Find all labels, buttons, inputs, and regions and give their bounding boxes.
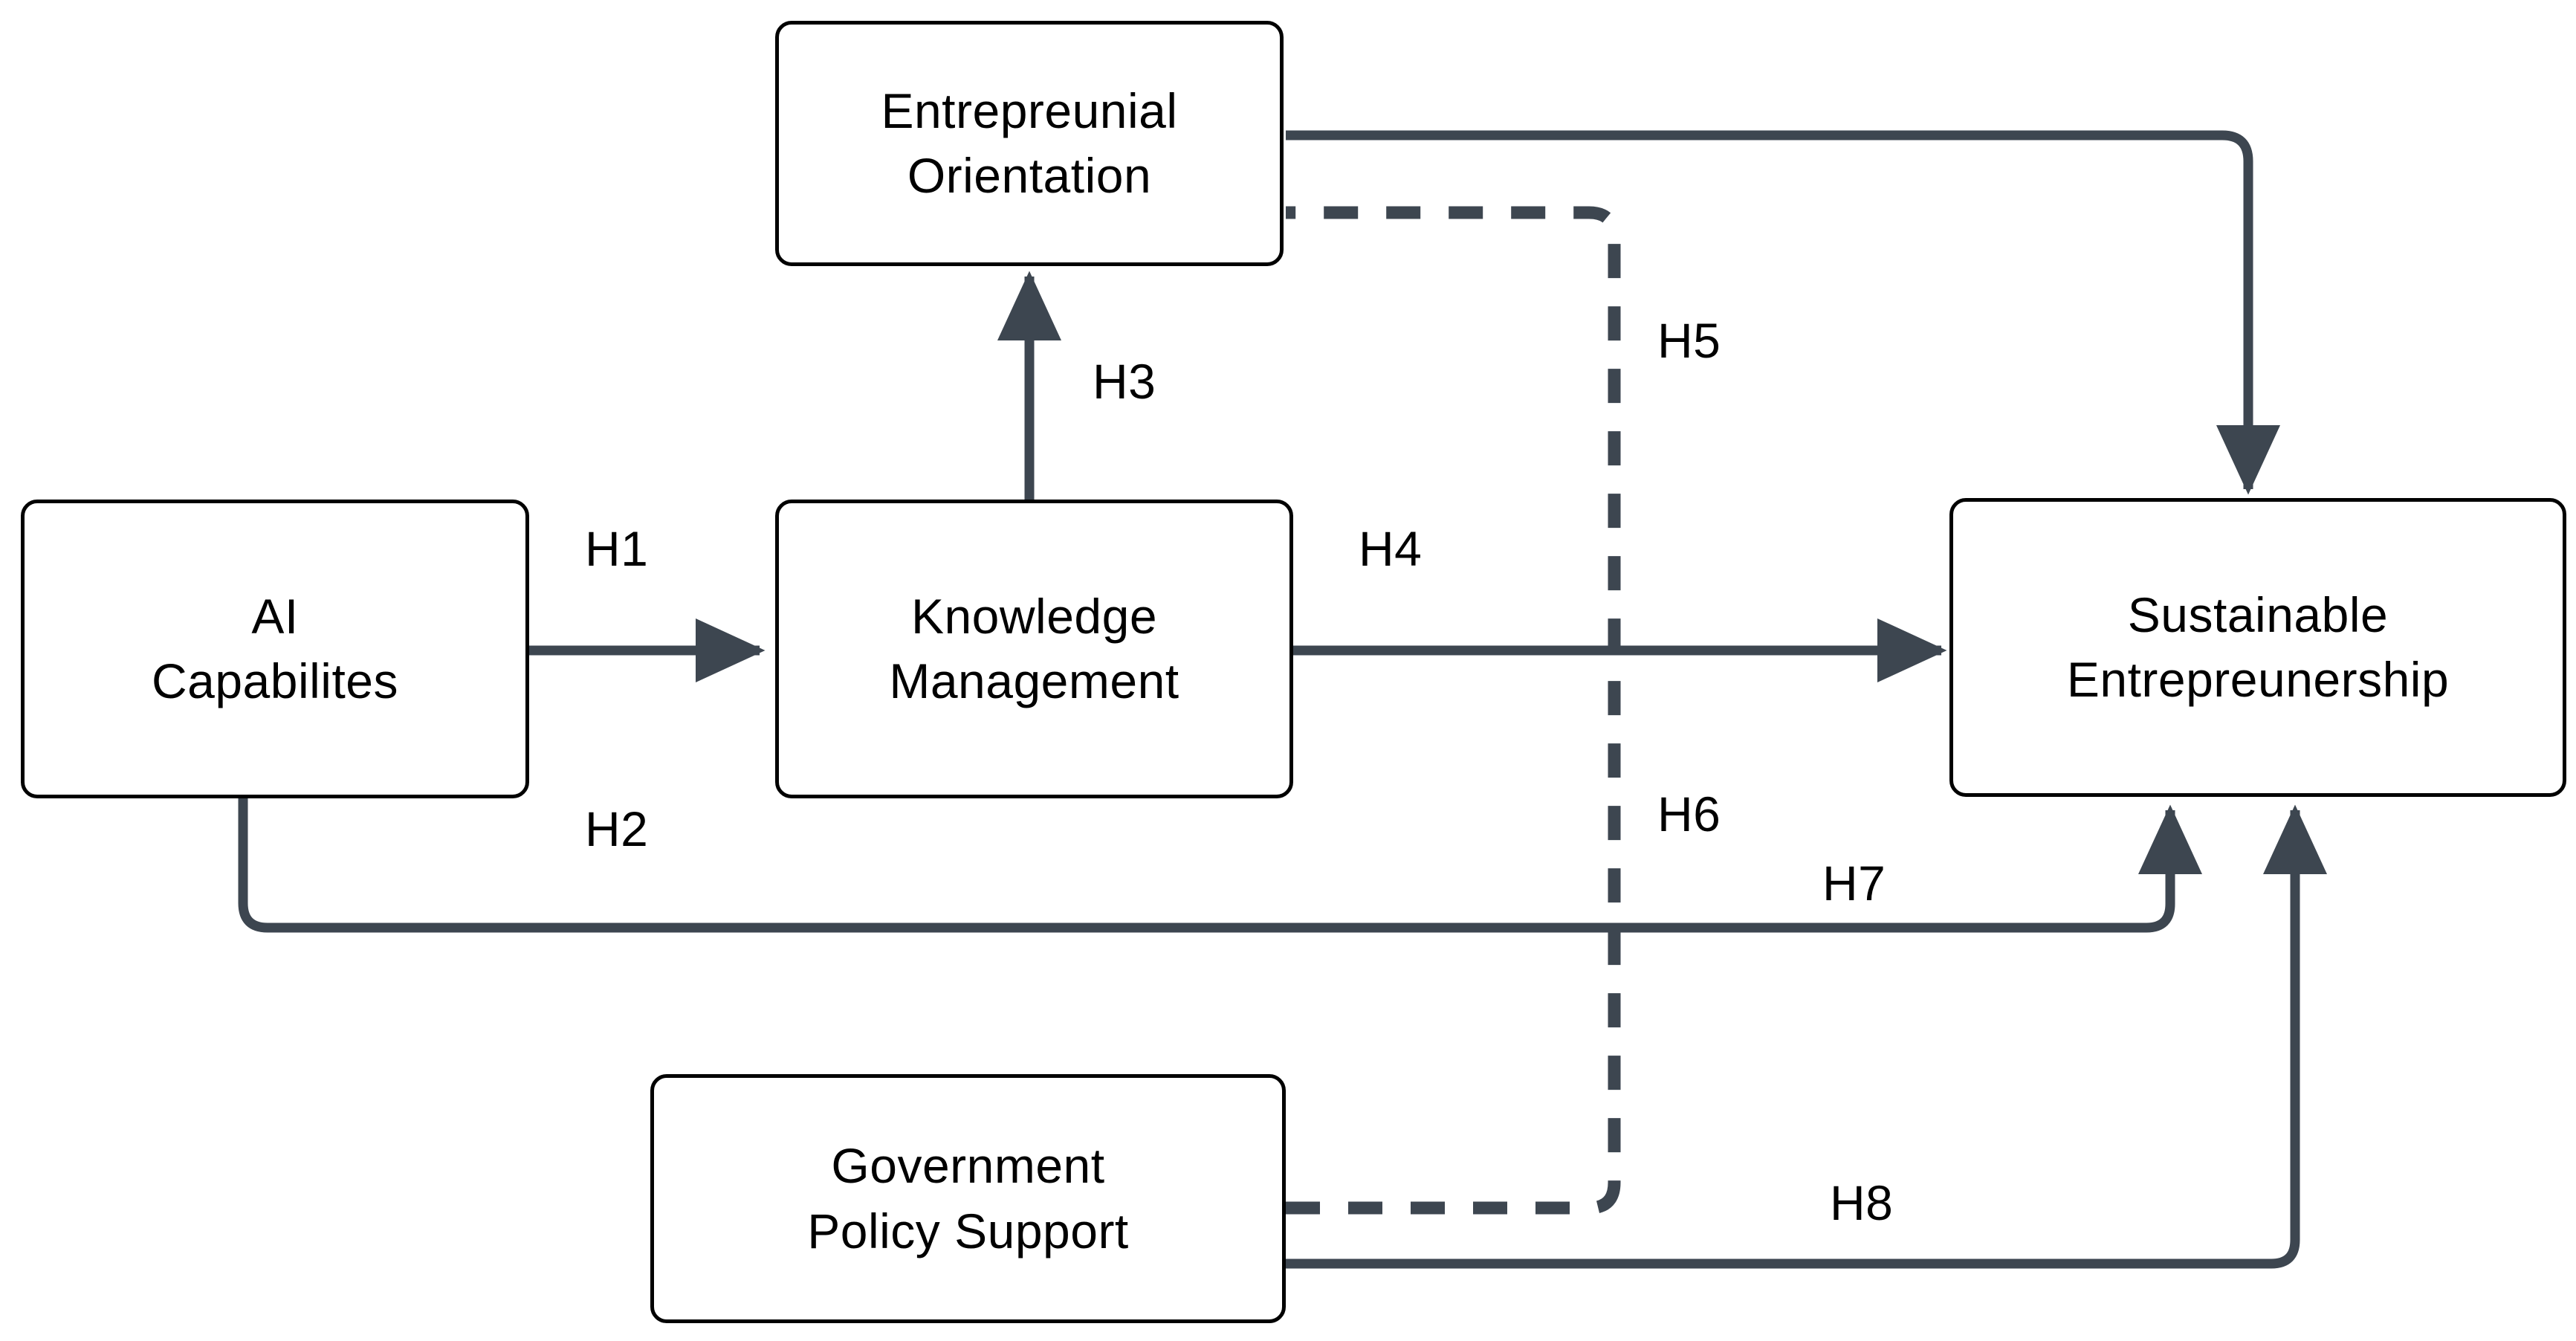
edge-label-h1: H1 [585, 521, 649, 576]
node-entrepreunial-orientation[interactable]: Entrepreunial Orientation [775, 21, 1284, 266]
node-label-line2: Policy Support [807, 1203, 1129, 1258]
node-label-line1: Knowledge [910, 588, 1158, 644]
edge-label-h4: H4 [1359, 521, 1423, 576]
node-label-line1: AI [251, 588, 299, 644]
node-label-line1: Sustainable [2127, 587, 2389, 642]
node-label-line2: Entrepreunership [2066, 652, 2450, 707]
node-label-line2: Management [889, 653, 1179, 708]
edge-h6-path [1286, 206, 1621, 1215]
edge-h5-path [1286, 130, 2281, 495]
edge-h2-h7-path [238, 798, 2203, 933]
node-knowledge-management[interactable]: Knowledge Management [775, 500, 1293, 798]
edge-label-h2: H2 [585, 801, 649, 856]
node-sustainable-entrepreunership[interactable]: Sustainable Entrepreunership [1949, 498, 2566, 797]
edge-label-h5: H5 [1657, 313, 1721, 368]
node-label-line2: Capabilites [151, 653, 399, 708]
node-ai-capabilites[interactable]: AI Capabilites [21, 500, 529, 798]
edge-label-h6: H6 [1657, 786, 1721, 841]
edge-label-h3: H3 [1093, 354, 1156, 409]
node-label-line1: Entrepreunial [881, 83, 1178, 138]
edge-h8-path [1286, 804, 2328, 1269]
node-label-line2: Orientation [907, 148, 1152, 203]
node-government-policy-support[interactable]: Government Policy Support [650, 1074, 1286, 1323]
edge-label-h8: H8 [1830, 1175, 1894, 1230]
node-label-line1: Government [831, 1138, 1105, 1194]
edge-label-h7: H7 [1822, 856, 1886, 911]
